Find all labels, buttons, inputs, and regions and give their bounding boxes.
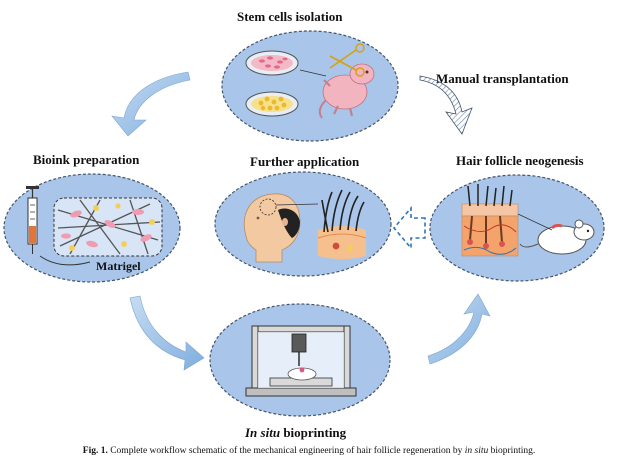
application-ellipse — [214, 171, 392, 277]
mouse-pup-illustration — [299, 43, 375, 119]
stem-cells-label: Stem cells isolation — [237, 9, 343, 24]
caption-text-after: bioprinting. — [488, 446, 536, 456]
bioprinter-illustration — [245, 325, 357, 397]
arrow-manual-transplantation — [419, 75, 473, 135]
arrow-to-bioink — [111, 71, 191, 137]
petri-dish-yellow — [245, 91, 299, 117]
cell-network-illustration — [39, 197, 163, 266]
human-head-illustration — [243, 193, 319, 263]
hair-follicle-neogenesis-label: Hair follicle neogenesis — [456, 153, 584, 168]
arrow-to-bioprinting — [129, 295, 205, 371]
arrow-to-application — [392, 205, 426, 251]
caption-text-italic: in situ — [464, 446, 489, 456]
manual-transplantation-label: Manual transplantation — [436, 71, 569, 86]
white-mouse-illustration — [517, 213, 595, 255]
bioprinting-label: In situ bioprinting — [245, 425, 346, 441]
caption-fig-label: Fig. 1. — [82, 446, 108, 456]
figure-caption: Fig. 1. Complete workflow schematic of t… — [0, 446, 618, 456]
petri-dish-pink — [245, 50, 299, 76]
syringe-illustration — [26, 186, 39, 254]
caption-text-before: Complete workflow schematic of the mecha… — [107, 446, 465, 456]
stem-cells-ellipse — [221, 30, 399, 142]
bioink-preparation-label: Bioink preparation — [33, 152, 140, 167]
arrow-to-neogenesis — [427, 293, 491, 365]
matrigel-label: Matrigel — [96, 259, 141, 273]
bioprinting-label-rest: bioprinting — [280, 425, 347, 440]
skin-cross-section-illustration — [461, 184, 519, 257]
further-application-label: Further application — [250, 154, 360, 169]
hair-skin-closeup — [317, 189, 367, 259]
bioprinting-label-italic: In situ — [245, 425, 281, 440]
